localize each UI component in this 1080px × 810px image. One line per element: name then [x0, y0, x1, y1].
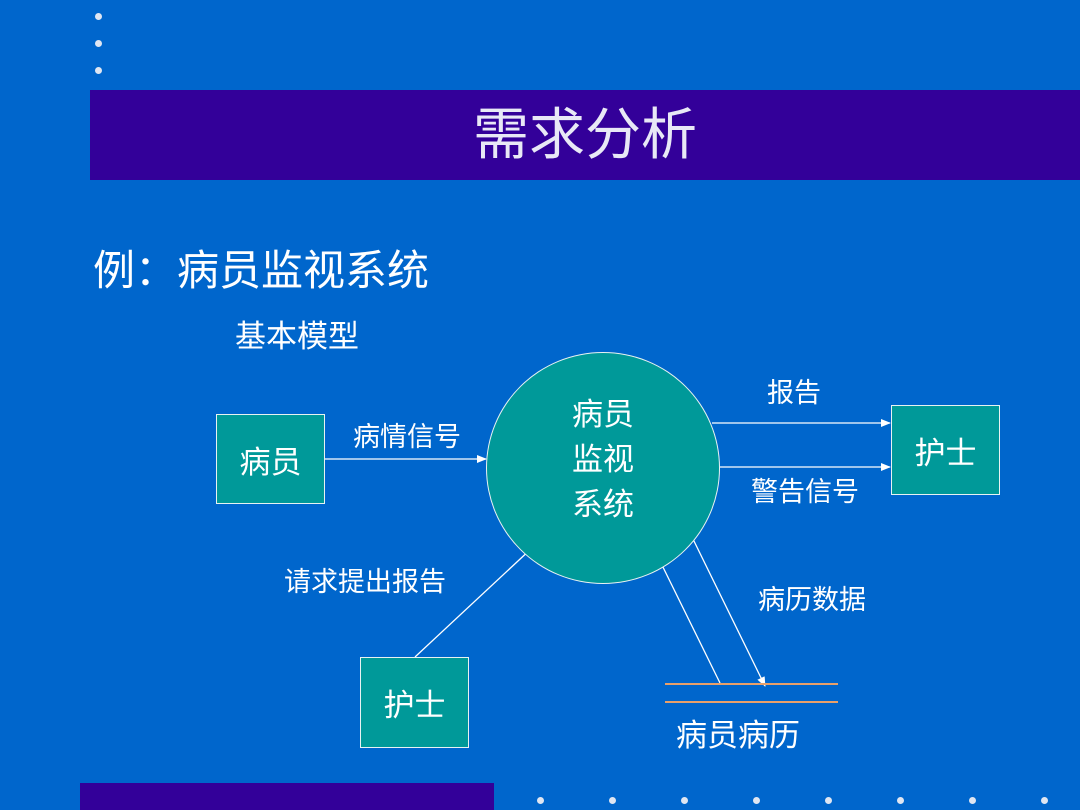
- decorative-dot: [969, 797, 976, 804]
- process-label-line: 病员: [572, 397, 634, 433]
- decorative-dot: [95, 67, 102, 74]
- flow-request-arrow: [414, 546, 534, 658]
- patient-entity-label: 病员: [239, 444, 302, 481]
- flow-vital-signs-label: 病情信号: [353, 422, 461, 453]
- process-label: 病员 监视 系统: [486, 393, 720, 528]
- flow-alarm-label: 警告信号: [751, 477, 859, 508]
- process-label-line: 监视: [572, 442, 634, 478]
- monitor-process-circle: [486, 352, 720, 584]
- flow-report-label: 报告: [767, 378, 821, 409]
- bottom-bar: [80, 783, 494, 810]
- decorative-dot: [95, 40, 102, 47]
- title-bar: 需求分析: [90, 90, 1080, 180]
- model-label: 基本模型: [235, 319, 359, 355]
- decorative-dot: [897, 797, 904, 804]
- slide-subtitle: 例：病员监视系统: [93, 246, 430, 295]
- nurse-source-label: 护士: [383, 688, 446, 724]
- decorative-dot: [753, 797, 760, 804]
- flow-records-label: 病历数据: [758, 585, 866, 616]
- nurse-sink-box: 护士: [891, 405, 1000, 495]
- data-store-label: 病员病历: [676, 718, 800, 754]
- process-label-line: 系统: [572, 487, 634, 523]
- decorative-dot: [95, 13, 102, 20]
- decorative-dot: [537, 797, 544, 804]
- slide-title: 需求分析: [473, 103, 697, 168]
- nurse-sink-label: 护士: [914, 435, 977, 472]
- patient-entity-box: 病员: [216, 414, 325, 504]
- decorative-dot: [1041, 797, 1048, 804]
- flow-records-out-arrow: [691, 536, 766, 687]
- nurse-source-box: 护士: [360, 657, 469, 748]
- decorative-dot: [825, 797, 832, 804]
- decorative-dot: [609, 797, 616, 804]
- flow-request-label: 请求提出报告: [284, 567, 446, 598]
- flow-records-in-arrow: [657, 556, 721, 684]
- decorative-dot: [681, 797, 688, 804]
